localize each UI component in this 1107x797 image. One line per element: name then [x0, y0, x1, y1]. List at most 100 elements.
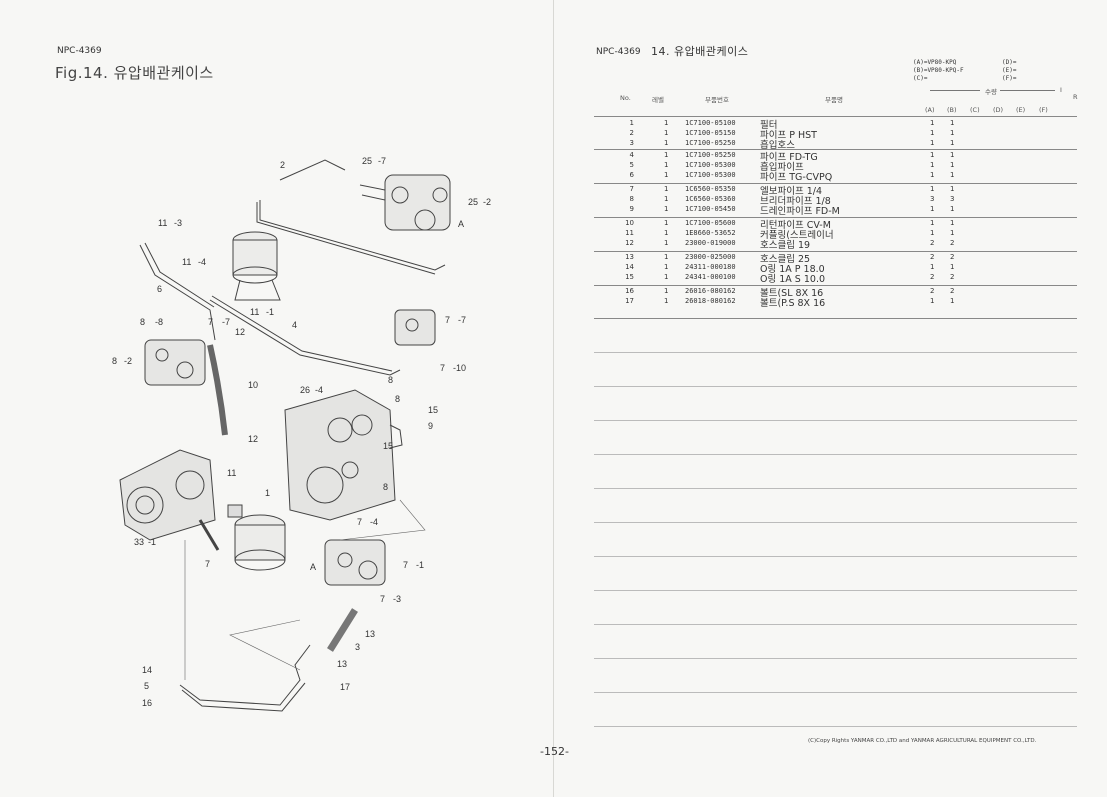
- copyright: (C)Copy Rights YANMAR CO.,LTD and YANMAR…: [808, 738, 1037, 744]
- part-index: 5: [629, 161, 634, 169]
- svg-text:8: 8: [388, 375, 393, 385]
- part-index: 3: [629, 139, 634, 147]
- part-number: 1C7100-05150: [685, 129, 736, 137]
- qty-a: 2: [930, 239, 935, 247]
- svg-text:9: 9: [428, 421, 433, 431]
- qty-col-c: (C): [970, 106, 980, 114]
- svg-text:4: 4: [292, 320, 297, 330]
- svg-text:-7: -7: [458, 315, 466, 325]
- qty-b: 1: [950, 297, 955, 305]
- svg-text:A: A: [310, 562, 316, 572]
- svg-text:13: 13: [337, 659, 347, 669]
- catalog-code-left: NPC-4369: [57, 46, 102, 56]
- part-level: 1: [664, 195, 669, 203]
- blank-rule: [594, 658, 1077, 659]
- svg-text:-1: -1: [416, 560, 424, 570]
- qty-a: 3: [930, 195, 935, 203]
- svg-text:-4: -4: [370, 517, 378, 527]
- svg-text:1: 1: [265, 488, 270, 498]
- part-number: 24311-000180: [685, 263, 736, 271]
- svg-text:7: 7: [205, 559, 210, 569]
- qty-a: 1: [930, 263, 935, 271]
- part-level: 1: [664, 171, 669, 179]
- part-level: 1: [664, 219, 669, 227]
- part-level: 1: [664, 139, 669, 147]
- svg-text:-4: -4: [315, 385, 323, 395]
- qty-a: 1: [930, 229, 935, 237]
- part-number: 23000-025000: [685, 253, 736, 261]
- svg-text:3: 3: [355, 642, 360, 652]
- part-index: 12: [625, 239, 634, 247]
- part-name: 호스클립 19: [760, 240, 811, 251]
- svg-text:17: 17: [340, 682, 350, 692]
- page-number: -152-: [540, 745, 569, 758]
- qty-a: 1: [930, 151, 935, 159]
- svg-text:12: 12: [248, 434, 258, 444]
- part-number: 1C6560-05360: [685, 195, 736, 203]
- pipe-4: [209, 299, 401, 376]
- qty-b: 1: [950, 139, 955, 147]
- part-number: 26016-080162: [685, 287, 736, 295]
- part-name: 커플링(스트레이너: [760, 230, 834, 241]
- table-rule: [594, 149, 1077, 150]
- qty-b: 1: [950, 129, 955, 137]
- part-index: 6: [629, 171, 634, 179]
- svg-text:13: 13: [365, 629, 375, 639]
- svg-text:8: 8: [395, 394, 400, 404]
- header-no: No.: [620, 94, 631, 102]
- qty-b: 1: [950, 119, 955, 127]
- qty-col-a: (A): [925, 106, 935, 114]
- blank-rule: [594, 522, 1077, 523]
- valve-right: [394, 309, 436, 346]
- qty-header-rule: [930, 90, 980, 91]
- svg-text:11: 11: [158, 218, 167, 228]
- part-index: 17: [625, 297, 634, 305]
- blank-rule: [594, 556, 1077, 557]
- suction-pipe-5: [179, 644, 311, 706]
- part-name: 필터: [760, 120, 778, 131]
- qty-a: 1: [930, 205, 935, 213]
- qty-a: 1: [930, 297, 935, 305]
- svg-text:7: 7: [208, 317, 213, 327]
- header-level: 레벨: [652, 96, 664, 104]
- pipe-7: [198, 519, 220, 551]
- svg-text:A: A: [458, 219, 464, 229]
- part-number: 23000-019000: [685, 239, 736, 247]
- part-number: 1C7100-05300: [685, 161, 736, 169]
- pipe-2: [259, 159, 446, 271]
- part-number: 1C7100-05300: [685, 171, 736, 179]
- part-number: 1C7100-05100: [685, 119, 736, 127]
- qty-a: 1: [930, 119, 935, 127]
- svg-text:11: 11: [227, 468, 236, 478]
- part-index: 10: [625, 219, 634, 227]
- svg-text:-1: -1: [148, 537, 156, 547]
- svg-text:14: 14: [142, 665, 152, 675]
- hydraulic-pump-top: [359, 174, 451, 231]
- figure-title: Fig.14. 유압배관케이스: [55, 64, 214, 82]
- part-name: 엘보파이프 1/4: [760, 186, 823, 197]
- blank-rule: [594, 352, 1077, 353]
- part-level: 1: [664, 185, 669, 193]
- part-number: 1C7100-05250: [685, 151, 736, 159]
- part-number: 26018-080162: [685, 297, 736, 305]
- qty-b: 1: [950, 161, 955, 169]
- qty-col-e: (E): [1016, 106, 1026, 114]
- qty-a: 1: [930, 185, 935, 193]
- pipe-6: [139, 244, 216, 341]
- blank-rule: [594, 624, 1077, 625]
- qty-b: 1: [950, 229, 955, 237]
- qty-col-b: (B): [947, 106, 957, 114]
- hose-3: [327, 608, 358, 652]
- svg-text:10: 10: [248, 380, 258, 390]
- svg-text:16: 16: [142, 698, 152, 708]
- qty-b: 3: [950, 195, 955, 203]
- svg-text:7: 7: [445, 315, 450, 325]
- header-i: I: [1060, 86, 1062, 94]
